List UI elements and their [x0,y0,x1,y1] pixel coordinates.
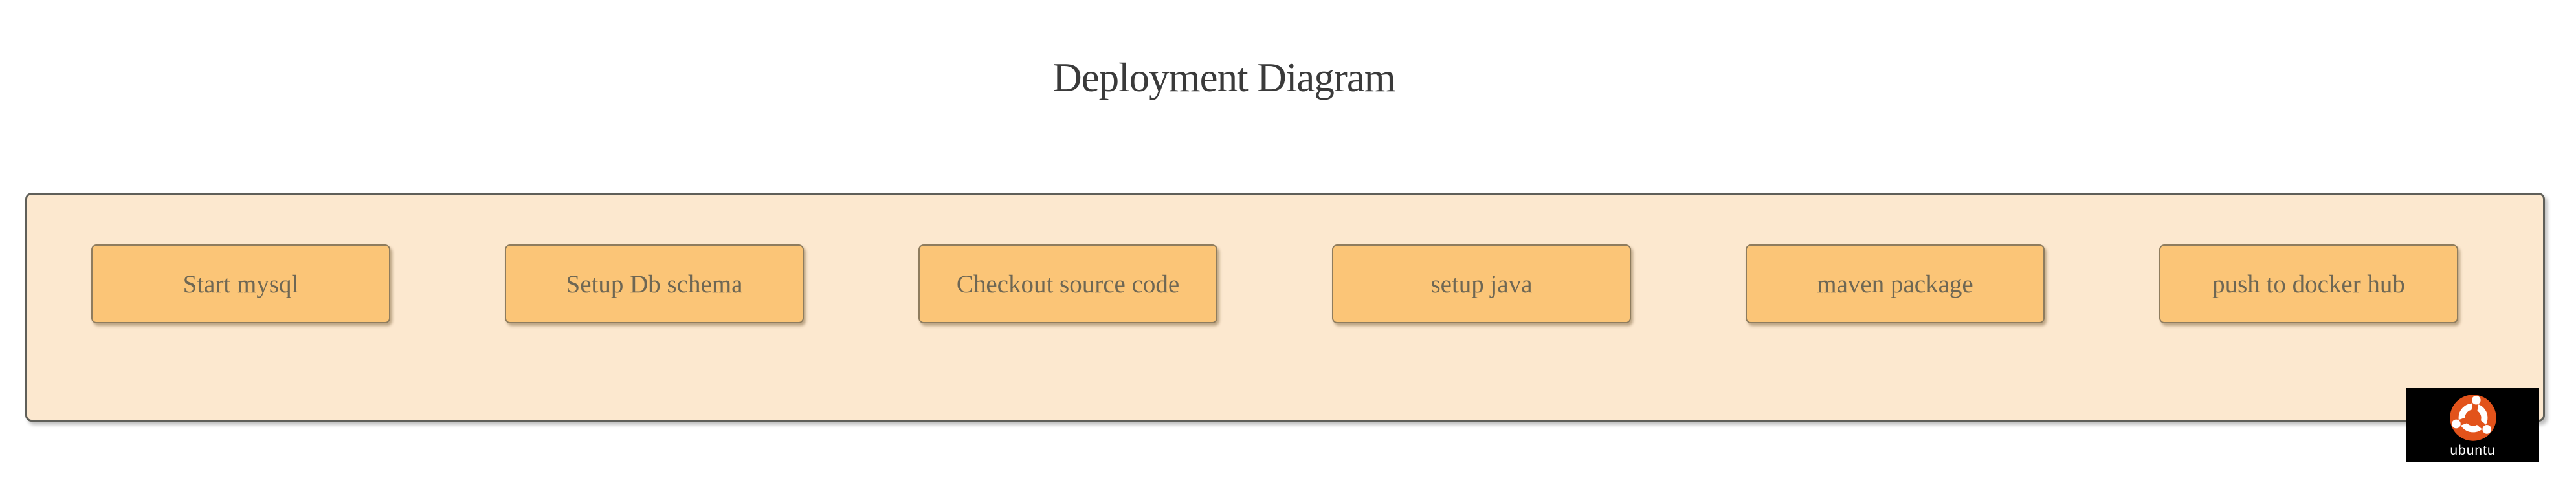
task-node-start-mysql[interactable]: Start mysql [91,244,390,323]
task-node-push-to-docker-hub[interactable]: push to docker hub [2159,244,2458,323]
ubuntu-circle-of-friends-icon [2449,395,2496,441]
task-node-label: Setup Db schema [566,270,743,298]
task-node-label: maven package [1817,270,1973,298]
deployment-container-node[interactable]: Start mysql Setup Db schema Checkout sou… [25,193,2545,422]
task-node-label: Checkout source code [956,270,1180,298]
task-node-label: setup java [1430,270,1533,298]
task-node-label: push to docker hub [2212,270,2405,298]
task-node-maven-package[interactable]: maven package [1746,244,2045,323]
ubuntu-badge[interactable]: ubuntu [2406,388,2539,462]
page-title: Deployment Diagram [1052,55,1396,100]
task-node-setup-db-schema[interactable]: Setup Db schema [505,244,804,323]
task-node-setup-java[interactable]: setup java [1332,244,1631,323]
task-node-label: Start mysql [183,270,299,298]
task-node-checkout-source-code[interactable]: Checkout source code [918,244,1217,323]
ubuntu-badge-label: ubuntu [2450,443,2496,458]
